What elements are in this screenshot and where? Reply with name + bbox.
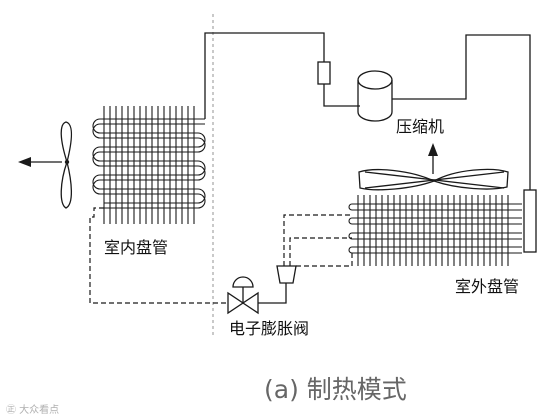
indoor-coil-fins: [103, 106, 195, 224]
filter-icon: [317, 61, 331, 85]
watermark: ㊣ 大众看点: [6, 403, 59, 416]
diagram-caption: (a) 制热模式: [264, 375, 407, 404]
outdoor-fan-icon: [358, 168, 509, 191]
suction-pipe: [392, 34, 531, 190]
indoor-coil-serpentine-b: [92, 123, 206, 209]
indoor-fan-icon: [18, 121, 73, 209]
expansion-valve-label: 电子膨胀阀: [229, 319, 309, 338]
distributor-branches: [283, 214, 353, 267]
compressor-pipe: [323, 84, 360, 107]
valve-outlet-pipe: [258, 283, 287, 304]
outdoor-coil: [348, 189, 537, 266]
up-arrow-icon: [428, 143, 438, 174]
outdoor-coil-fins: [357, 195, 509, 266]
compressor-label: 压缩机: [396, 117, 444, 136]
discharge-pipe: [204, 32, 325, 119]
liquid-line-indoor: [89, 207, 228, 304]
indoor-coil: [92, 106, 206, 224]
expansion-valve-icon: [227, 276, 259, 315]
indoor-coil-serpentine-a: [92, 118, 206, 204]
indoor-coil-label: 室内盘管: [104, 238, 168, 257]
distributor-icon: [276, 265, 297, 284]
outdoor-coil-tubes: [348, 203, 522, 254]
outdoor-header-icon: [523, 189, 537, 253]
outdoor-coil-label: 室外盘管: [455, 277, 519, 296]
compressor-icon: [357, 70, 393, 122]
